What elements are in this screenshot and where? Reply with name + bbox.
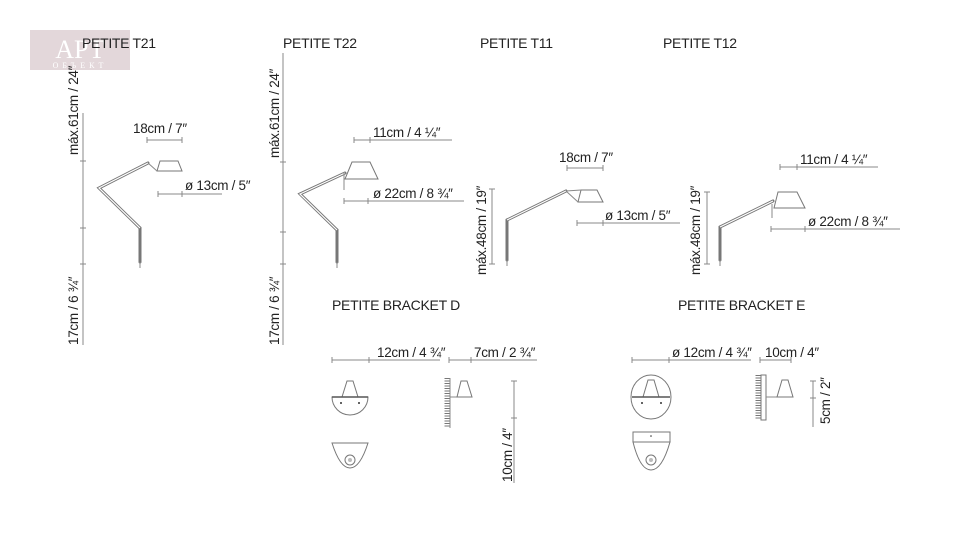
shade-diameter-label: ø 22cm / 8 ¾″ <box>808 214 888 229</box>
side-view <box>444 378 473 428</box>
shade-diameter-label: ø 13cm / 5″ <box>605 208 671 223</box>
height-max-label: máx.61cm / 24″ <box>267 68 282 158</box>
shade-length-label: 11cm / 4 ¼″ <box>800 152 868 167</box>
base-height-label: 17cm / 6 ¾″ <box>267 276 282 345</box>
model-bracket-d: PETITE BRACKET D 12cm / 4 ¾″ 7cm / 2 ¾″ … <box>331 297 537 483</box>
model-title: PETITE T12 <box>663 35 737 51</box>
model-t21: PETITE T21 máx.61cm / 24″ 17cm / 6 ¾″ 18… <box>66 35 251 345</box>
base-height-label: 17cm / 6 ¾″ <box>66 276 81 345</box>
svg-text:ОБЪЕКТ: ОБЪЕКТ <box>53 61 108 70</box>
model-t11: PETITE T11 máx.48cm / 19″ 18cm / 7″ ø 13… <box>474 35 680 275</box>
lamp-drawing <box>96 160 183 268</box>
height-max-label: máx.48cm / 19″ <box>688 185 703 275</box>
lamp-drawing <box>505 189 604 266</box>
height-max-label: máx.61cm / 24″ <box>66 65 81 155</box>
depth-label: 10cm / 4″ <box>765 345 819 360</box>
shade-diameter-label: ø 22cm / 8 ¾″ <box>373 186 453 201</box>
bottom-view <box>331 442 369 469</box>
width-label: ø 12cm / 4 ¾″ <box>672 345 752 360</box>
svg-text:АРТ: АРТ <box>55 35 105 64</box>
front-view <box>331 380 369 416</box>
model-title: PETITE T22 <box>283 35 357 51</box>
height-label: 10cm / 4″ <box>500 428 515 482</box>
model-t12: PETITE T12 máx.48cm / 19″ 11cm / 4 ¼″ ø … <box>663 35 900 275</box>
lamp-drawing <box>297 161 379 268</box>
height-max-label: máx.48cm / 19″ <box>474 185 489 275</box>
width-label: 12cm / 4 ¾″ <box>377 345 446 360</box>
shade-length-label: 18cm / 7″ <box>133 121 187 136</box>
model-title: PETITE BRACKET D <box>332 297 460 313</box>
watermark-logo: АРТ ОБЪЕКТ <box>30 30 130 70</box>
bottom-view <box>632 431 671 471</box>
model-bracket-e: PETITE BRACKET E ø 12cm / 4 ¾″ 10cm / 4″… <box>630 297 833 471</box>
model-title: PETITE BRACKET E <box>678 297 805 313</box>
model-title: PETITE T11 <box>480 35 553 51</box>
height-label: 5cm / 2″ <box>818 377 833 424</box>
depth-label: 7cm / 2 ¾″ <box>474 345 536 360</box>
shade-length-label: 18cm / 7″ <box>559 150 613 165</box>
shade-length-label: 11cm / 4 ¼″ <box>373 125 441 140</box>
model-t22: PETITE T22 máx.61cm / 24″ 17cm / 6 ¾″ 11… <box>267 35 464 345</box>
lamp-drawing <box>718 191 806 266</box>
model-title: PETITE T21 <box>82 35 156 51</box>
side-view <box>755 374 794 421</box>
front-view <box>630 374 672 420</box>
shade-diameter-label: ø 13cm / 5″ <box>185 178 251 193</box>
